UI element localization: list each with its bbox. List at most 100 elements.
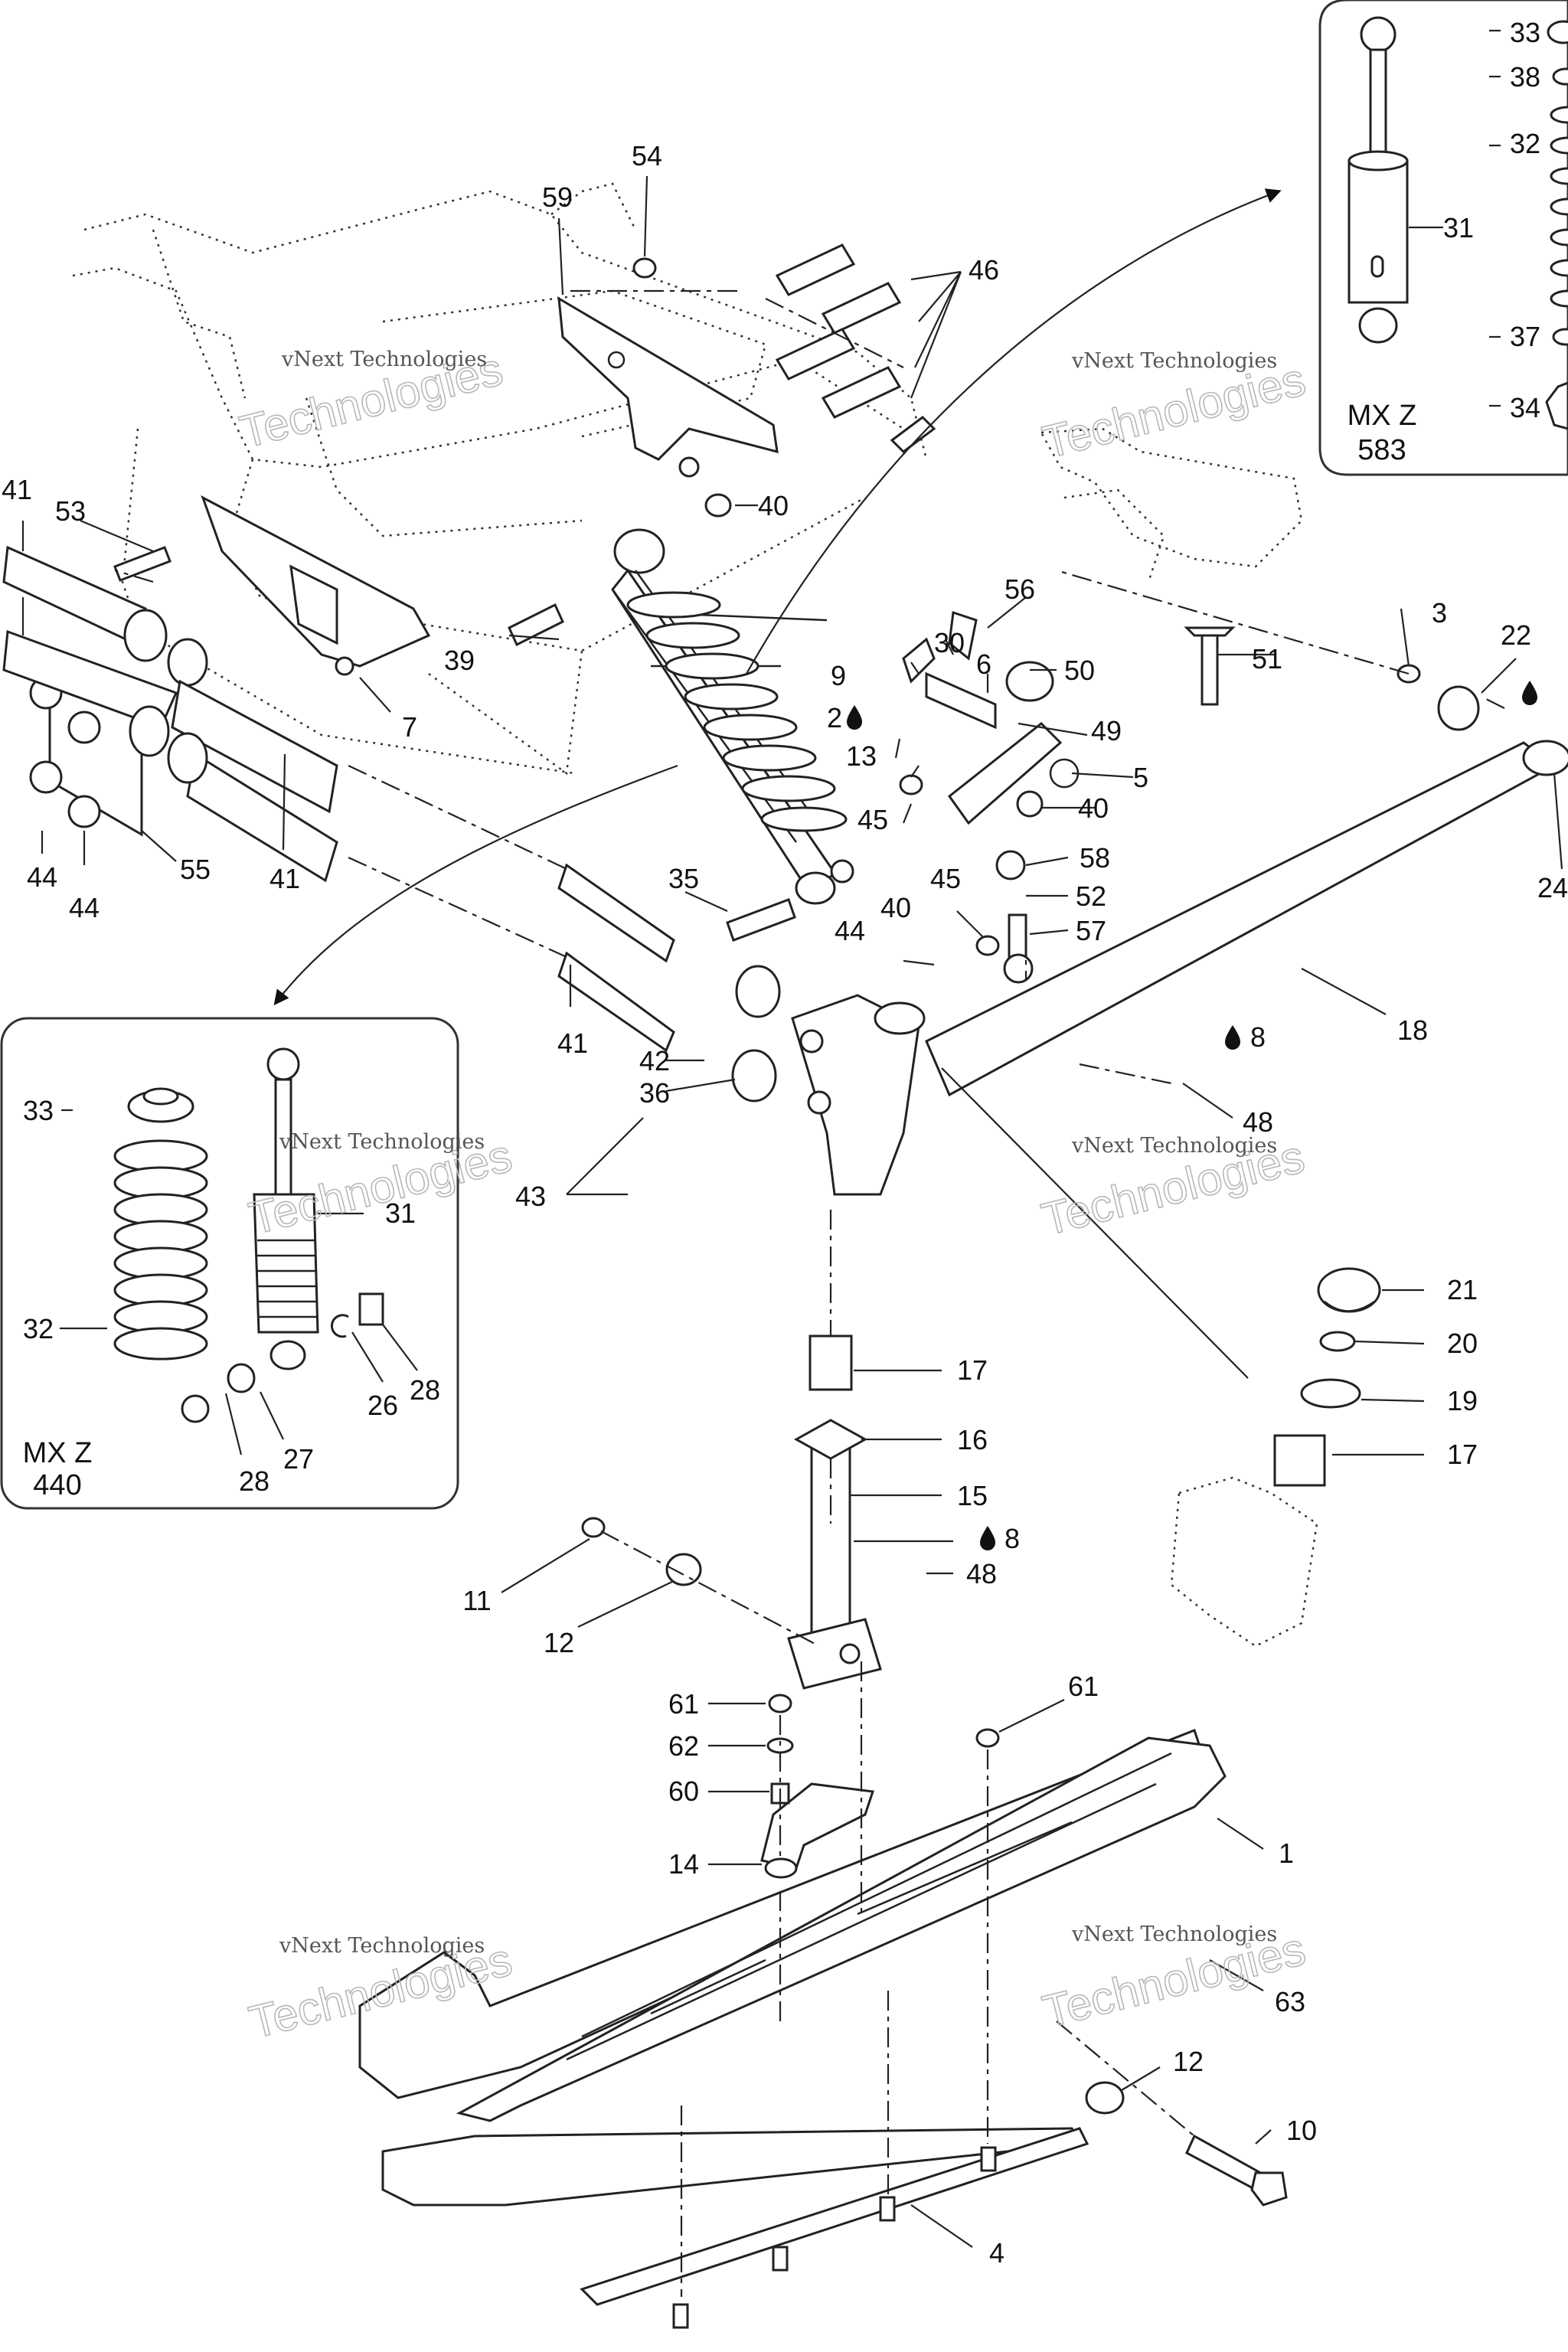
label-28-440-a: 28 xyxy=(410,1374,440,1406)
label-28-440-b: 28 xyxy=(239,1465,270,1497)
label-26-440: 26 xyxy=(368,1390,398,1421)
part-labels: 54 59 46 40 41 53 39 7 44 44 55 41 35 40… xyxy=(2,17,1568,2269)
ski-runner-4 xyxy=(381,2127,1089,2306)
label-15: 15 xyxy=(957,1480,988,1511)
bushing-12-lower xyxy=(1085,2081,1125,2115)
label-40b: 40 xyxy=(880,892,911,923)
label-35: 35 xyxy=(668,863,699,894)
spring-coils xyxy=(626,591,848,832)
label-11: 11 xyxy=(462,1585,491,1616)
label-41a: 41 xyxy=(2,474,32,505)
label-57: 57 xyxy=(1076,915,1106,946)
label-48b: 48 xyxy=(966,1558,997,1589)
label-18: 18 xyxy=(1397,1014,1428,1046)
nut-11 xyxy=(581,1517,606,1538)
watermark-text: vNext Technologies xyxy=(279,1934,485,1958)
label-8a: 8 xyxy=(1250,1021,1266,1053)
label-61a: 61 xyxy=(668,1688,699,1720)
label-12a: 12 xyxy=(544,1627,574,1658)
label-58: 58 xyxy=(1080,842,1110,874)
label-7: 7 xyxy=(402,711,417,743)
adjuster-34-583 xyxy=(1545,381,1568,430)
spring-32-440 xyxy=(113,1139,208,1361)
label-43: 43 xyxy=(515,1181,546,1212)
nut-61-right xyxy=(975,1728,1000,1748)
washer-16 xyxy=(793,1419,868,1460)
shock-440 xyxy=(253,1047,319,1370)
label-55: 55 xyxy=(180,854,211,885)
label-6: 6 xyxy=(976,648,991,680)
label-44a: 44 xyxy=(27,861,57,893)
label-1: 1 xyxy=(1279,1838,1294,1869)
leader-lines xyxy=(21,29,1563,2248)
bracket-59 xyxy=(557,296,779,478)
ring-38-583 xyxy=(1552,67,1568,86)
inset-mxz-440: MX Z 440 xyxy=(0,1017,459,1510)
watermark-text: vNext Technologies xyxy=(1071,1134,1277,1158)
bolt-53 xyxy=(113,546,172,582)
watermark-text: vNext Technologies xyxy=(279,1130,485,1154)
label-60: 60 xyxy=(668,1775,699,1807)
label-12b: 12 xyxy=(1173,2046,1204,2077)
nut-54 xyxy=(632,257,657,279)
bolt-35 xyxy=(726,898,796,942)
label-59: 59 xyxy=(542,181,573,213)
label-34-583: 34 xyxy=(1510,392,1540,423)
label-10: 10 xyxy=(1286,2115,1317,2146)
label-20: 20 xyxy=(1447,1328,1478,1359)
handle-parts-right xyxy=(1170,1267,1381,1648)
label-38-583: 38 xyxy=(1510,61,1540,93)
tie-rods-41 xyxy=(557,863,781,1102)
bolts-46 xyxy=(775,243,902,419)
label-49: 49 xyxy=(1091,715,1122,746)
label-36: 36 xyxy=(639,1077,670,1109)
label-3: 3 xyxy=(1432,597,1447,629)
label-54: 54 xyxy=(632,140,662,172)
label-39: 39 xyxy=(444,645,475,676)
watermark-text: vNext Technologies xyxy=(1071,1922,1277,1946)
label-9: 9 xyxy=(831,660,846,691)
inset-583-model: MX Z xyxy=(1348,400,1417,432)
label-24: 24 xyxy=(1537,872,1568,903)
label-48a: 48 xyxy=(1243,1106,1273,1138)
label-32-440: 32 xyxy=(23,1313,54,1344)
label-22: 22 xyxy=(1501,619,1531,651)
arrow-to-inset-583 xyxy=(746,188,1282,675)
inset-440-model: MX Z xyxy=(23,1437,93,1469)
label-4: 4 xyxy=(989,2237,1004,2269)
inset-583-engine: 583 xyxy=(1357,434,1406,466)
bushing-28-440-b xyxy=(181,1394,210,1423)
bushing-12-upper xyxy=(665,1553,702,1586)
bushing-22 xyxy=(1437,685,1480,731)
label-63: 63 xyxy=(1275,1986,1305,2017)
label-19: 19 xyxy=(1447,1385,1478,1416)
inset-440-engine: 440 xyxy=(33,1469,81,1501)
label-40c: 40 xyxy=(1078,792,1109,824)
label-16: 16 xyxy=(957,1424,988,1455)
label-42: 42 xyxy=(639,1045,670,1076)
label-50: 50 xyxy=(1064,655,1095,686)
label-37-583: 37 xyxy=(1510,321,1540,352)
label-30: 30 xyxy=(934,627,965,658)
label-21: 21 xyxy=(1447,1274,1478,1305)
watermark-text: vNext Technologies xyxy=(281,348,487,371)
shock-absorber xyxy=(611,528,848,905)
label-5: 5 xyxy=(1133,762,1148,793)
label-61b: 61 xyxy=(1068,1671,1099,1702)
label-31-440: 31 xyxy=(385,1197,416,1229)
spring-32-583 xyxy=(1550,106,1568,308)
drop-icon xyxy=(980,1526,995,1550)
nut-40-lower xyxy=(830,859,854,884)
bushing-27-440 xyxy=(227,1363,256,1393)
label-13: 13 xyxy=(846,740,877,772)
label-41c: 41 xyxy=(557,1027,588,1059)
label-17b: 17 xyxy=(1447,1439,1478,1470)
label-8b: 8 xyxy=(1004,1523,1020,1554)
watermark-text: vNext Technologies xyxy=(1071,349,1277,373)
label-14: 14 xyxy=(668,1848,699,1880)
label-62: 62 xyxy=(668,1730,699,1762)
nut-40-upper xyxy=(704,493,732,518)
label-40a: 40 xyxy=(758,490,789,521)
label-41b: 41 xyxy=(270,863,300,894)
